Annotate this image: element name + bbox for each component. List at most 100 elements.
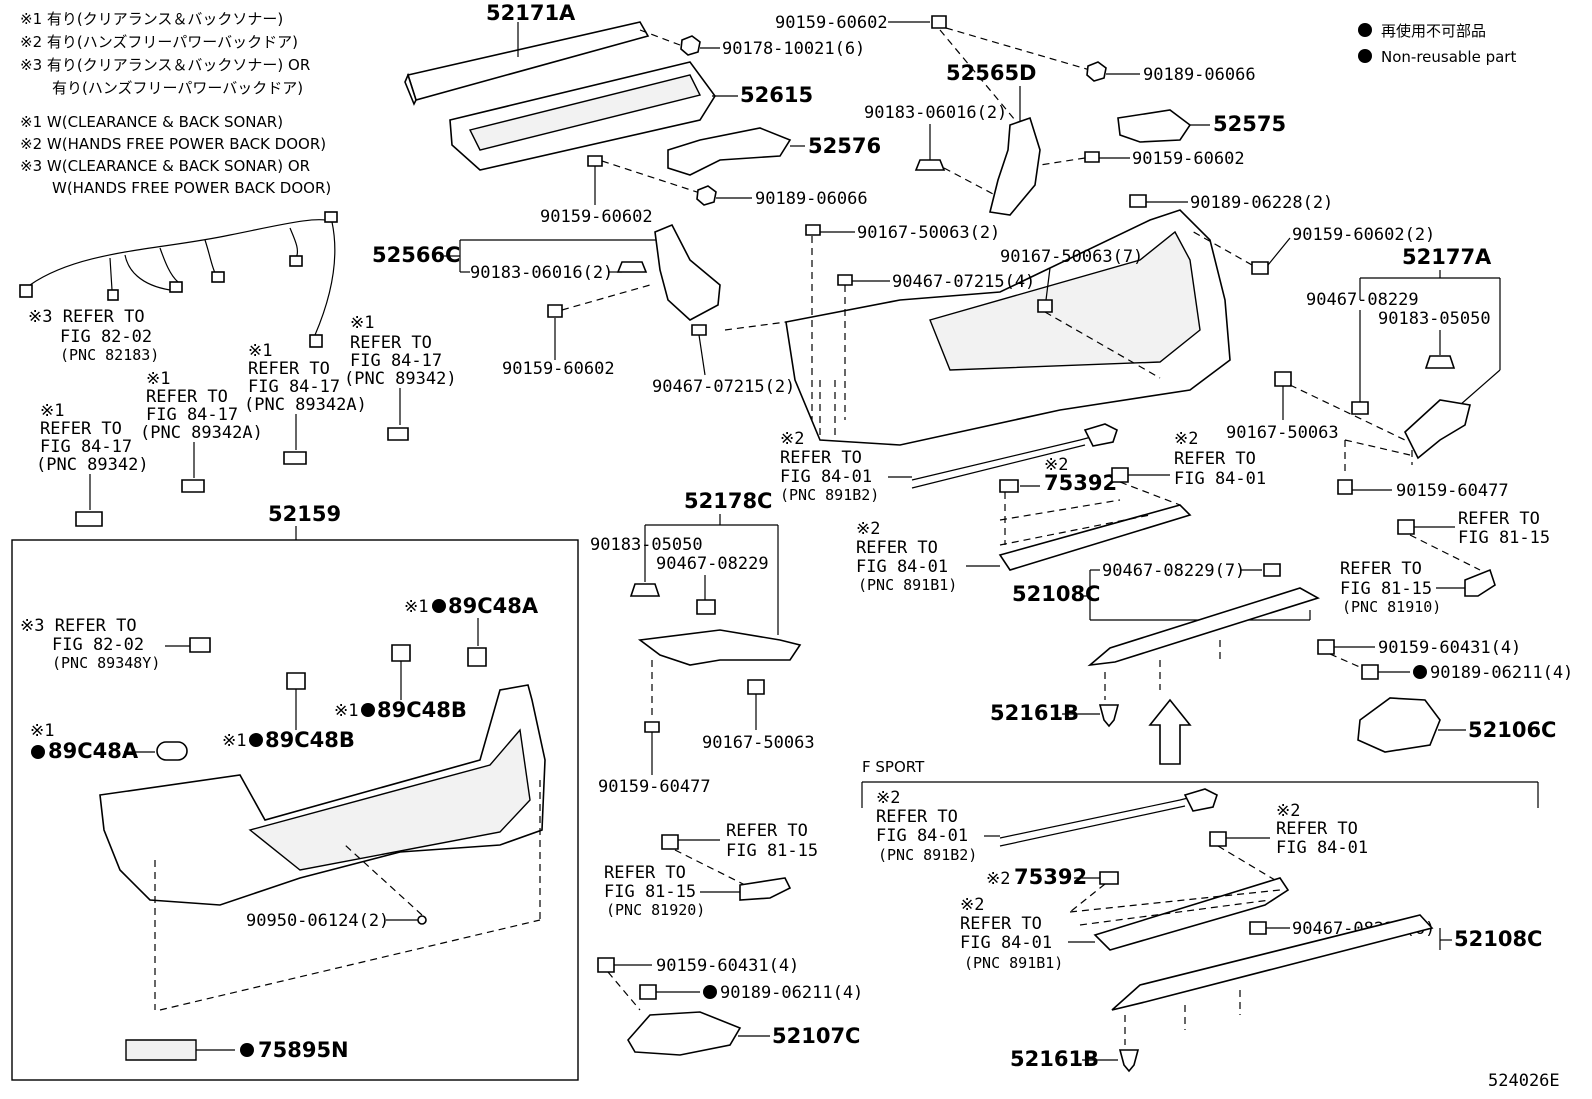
label-90467-07215-2: 90467-07215(2)	[652, 377, 795, 397]
ref-891b2-upper: ※2 REFER TO FIG 84-01 (PNC 891B2)	[780, 423, 1118, 504]
ref-81910-line1: REFER TO	[1340, 559, 1422, 579]
ref-891b2-u-line2: REFER TO	[780, 448, 862, 468]
ref-891b2-u-line4: (PNC 891B2)	[780, 486, 879, 504]
label-90159-60431-b: 90159-60431(4)	[656, 956, 799, 976]
ref-89342-r-line3: FIG 84-17	[350, 351, 442, 371]
energy-absorber: 52615	[449, 61, 813, 171]
label-52161b-a: 52161B	[990, 701, 1079, 725]
ref-89348y-line3: (PNC 89348Y)	[52, 654, 160, 672]
label-90467-07215-4: 90467-07215(4)	[892, 272, 1035, 292]
non-reusable-dot-icon	[240, 1043, 254, 1057]
ref-84-01-lower-right: ※2 REFER TO FIG 84-01	[1209, 801, 1368, 881]
label-75392-b: 75392	[1014, 865, 1087, 889]
ref-84-01-upper-right: ※2 REFER TO FIG 84-01	[1111, 429, 1266, 506]
ref-891b2-lower: ※2 REFER TO FIG 84-01 (PNC 891B2)	[876, 788, 1218, 864]
arrow-up-icon	[1148, 698, 1192, 765]
ref-891b2-u-line3: FIG 84-01	[780, 467, 872, 487]
note-jp-2: ※2 有り(ハンズフリーパワーバックドア)	[20, 33, 298, 51]
ref-84-01-lr-line2: REFER TO	[1276, 819, 1358, 839]
part-89c48a-left: ※1 89C48A	[30, 721, 188, 763]
mark-1d: ※1	[30, 721, 54, 741]
sensor-bar-lower	[1069, 877, 1290, 951]
label-52171a: 52171A	[486, 1, 576, 25]
non-reusable-dot-icon	[1413, 665, 1427, 679]
label-90159-60477-a: 90159-60477	[1396, 481, 1509, 501]
ref-891b2-u-line1: ※2	[780, 429, 804, 449]
ref-81-15-r-line1: REFER TO	[1458, 509, 1540, 529]
arrow-up	[1148, 698, 1192, 765]
ref-89342-l-line3: FIG 84-17	[40, 437, 132, 457]
bumper-cover-frame	[11, 539, 579, 1081]
bolt-90159-60477-a: 90159-60477	[1337, 439, 1509, 501]
ref-89342a-r-line1: ※1	[248, 341, 272, 361]
bolt-90159-60477-b: 90159-60477	[598, 660, 711, 797]
ref-84-01-lr-line3: FIG 84-01	[1276, 838, 1368, 858]
bracket-52178c: 52178C 90183-05050 90467-08229	[590, 489, 802, 666]
label-75895n: 75895N	[258, 1038, 349, 1062]
label-52159: 52159	[268, 502, 341, 526]
note-en-2: ※2 W(HANDS FREE POWER BACK DOOR)	[20, 135, 326, 153]
clip-90178: 90178-10021(6)	[639, 29, 865, 59]
ref-89342-r-line1: ※1	[350, 313, 374, 333]
pin-90950-06124: 90950-06124(2)	[246, 844, 427, 931]
clip-75392-b: ※2 75392	[986, 865, 1119, 913]
label-52177a: 52177A	[1402, 245, 1492, 269]
label-90183-05050-a: 90183-05050	[1378, 309, 1491, 329]
label-90183-06016-a: 90183-06016(2)	[864, 103, 1007, 123]
ref-89342-r-line4: (PNC 89342)	[344, 369, 457, 389]
label-52566c: 52566C	[372, 243, 460, 267]
ref-89348y: ※3 REFER TO FIG 82-02 (PNC 89348Y)	[20, 616, 211, 672]
ref-89342-l-line2: REFER TO	[40, 419, 122, 439]
reflector-75895n: 75895N	[125, 1038, 349, 1062]
non-reusable-dot-icon	[432, 599, 446, 613]
ref-89342-r-line2: REFER TO	[350, 333, 432, 353]
label-90159-60602-c: 90159-60602	[1132, 149, 1245, 169]
legend-dot-icon	[1358, 23, 1372, 37]
ref-81920-line3: (PNC 81920)	[606, 901, 705, 919]
clip-52161b-a: 52161B	[990, 701, 1120, 728]
ref-84-01-ur-line3: FIG 84-01	[1174, 469, 1266, 489]
label-52576: 52576	[808, 134, 881, 158]
connector-icon	[189, 637, 211, 653]
sensor-icon	[75, 511, 103, 527]
label-52161b-b: 52161B	[1010, 1047, 1099, 1071]
sensor-bar-upper	[998, 499, 1192, 571]
bolt-90167-50063-2: 90167-50063(2)	[805, 223, 1000, 420]
ref-82183: ※3 REFER TO FIG 82-02 (PNC 82183)	[28, 307, 159, 364]
label-90189-06211-a: 90189-06211(4)	[1430, 663, 1573, 683]
ref-891b1-l-line1: ※2	[960, 895, 984, 915]
bracket-52177a: 52177A 90467-08229 90183-05050	[1306, 245, 1501, 465]
label-52108c-a: 52108C	[1012, 582, 1100, 606]
clip-52161b-b: 52161B	[1010, 1047, 1140, 1073]
ref-89342a-right: ※1 REFER TO FIG 84-17 (PNC 89342A)	[244, 341, 367, 465]
bolt-90159-60602-a: 90159-60602	[775, 13, 1091, 121]
ref-891b1-u-line4: (PNC 891B1)	[858, 576, 957, 594]
garnish-52108c-b: 90467-08229(6) 52108C	[1111, 914, 1542, 1045]
label-90159-60602-a: 90159-60602	[775, 13, 888, 33]
ref-89342-left: ※1 REFER TO FIG 84-17 (PNC 89342)	[36, 401, 149, 527]
mark-1b: ※1	[334, 701, 358, 721]
clip-90467-07215-4: 90467-07215(4)	[837, 272, 1035, 420]
ref-891b2-l-line4: (PNC 891B2)	[878, 846, 977, 864]
label-90189-06211-b: 90189-06211(4)	[720, 983, 863, 1003]
ref-891b1-upper: ※2 REFER TO FIG 84-01 (PNC 891B1)	[856, 519, 1000, 594]
label-89c48a-top: 89C48A	[448, 594, 539, 618]
bolt-90159-60431-a: 90159-60431(4)	[1317, 638, 1521, 669]
label-52106c: 52106C	[1468, 718, 1556, 742]
note-jp-4: 有り(ハンズフリーパワーバックドア)	[52, 79, 303, 97]
bolt-90167-50063-7: 90167-50063(7)	[1000, 247, 1161, 379]
label-52178c: 52178C	[684, 489, 772, 513]
legend: 再使用不可部品 Non-reusable part	[1358, 22, 1516, 66]
label-90159-60477-b: 90159-60477	[598, 777, 711, 797]
ref-891b2-l-line3: FIG 84-01	[876, 826, 968, 846]
ref-81910-line2: FIG 81-15	[1340, 579, 1432, 599]
clip-75392-a: ※2 75392	[999, 455, 1117, 545]
label-90467-08229-7: 90467-08229(7)	[1102, 561, 1245, 581]
mark-2a: ※2	[1044, 455, 1068, 475]
clip-90189-06228: 90189-06228(2)	[1129, 193, 1333, 213]
label-90167-50063-b: 90167-50063	[702, 733, 815, 753]
ref-81920-line1: REFER TO	[604, 863, 686, 883]
ref-89342a-l-line3: FIG 84-17	[146, 405, 238, 425]
part-89c48b-left: ※1 89C48B	[222, 672, 355, 752]
